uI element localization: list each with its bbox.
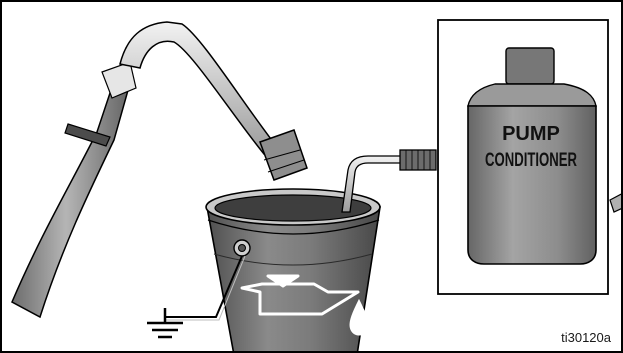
- bottle-label-line1: PUMP: [502, 123, 560, 145]
- bottle-label-line2: CONDITIONER: [485, 150, 577, 171]
- ground-symbol-icon: [147, 308, 183, 337]
- figure-reference-code: ti30120a: [561, 330, 611, 345]
- suction-tube: [120, 22, 307, 180]
- supply-hose: [12, 62, 136, 317]
- outlet-hose-stub: [610, 192, 623, 212]
- bottle-inset-panel: PUMP CONDITIONER: [438, 20, 608, 294]
